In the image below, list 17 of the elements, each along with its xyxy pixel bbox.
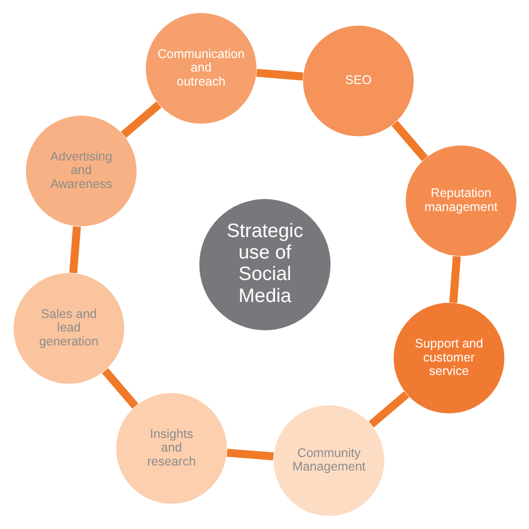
node-circle: Insights and research [116, 393, 226, 504]
connector [68, 226, 80, 274]
node-circle: Reputation management [405, 145, 516, 256]
connector [120, 102, 161, 138]
node-circle: SEO [302, 26, 414, 136]
node-circle: Support and customer service [393, 302, 504, 414]
connector [368, 391, 409, 428]
connector [226, 448, 274, 460]
node-circle: Sales and lead generation [13, 273, 124, 384]
node-circle: Advertising and Awareness [25, 116, 136, 226]
node-circle: Community Management [273, 405, 384, 516]
connector [391, 120, 428, 162]
connector [448, 256, 460, 303]
connector [102, 368, 138, 409]
node-circle: Strategic use of Social Media [198, 199, 330, 330]
connector [256, 68, 303, 80]
node-circle: Communication and outreach [145, 13, 256, 124]
